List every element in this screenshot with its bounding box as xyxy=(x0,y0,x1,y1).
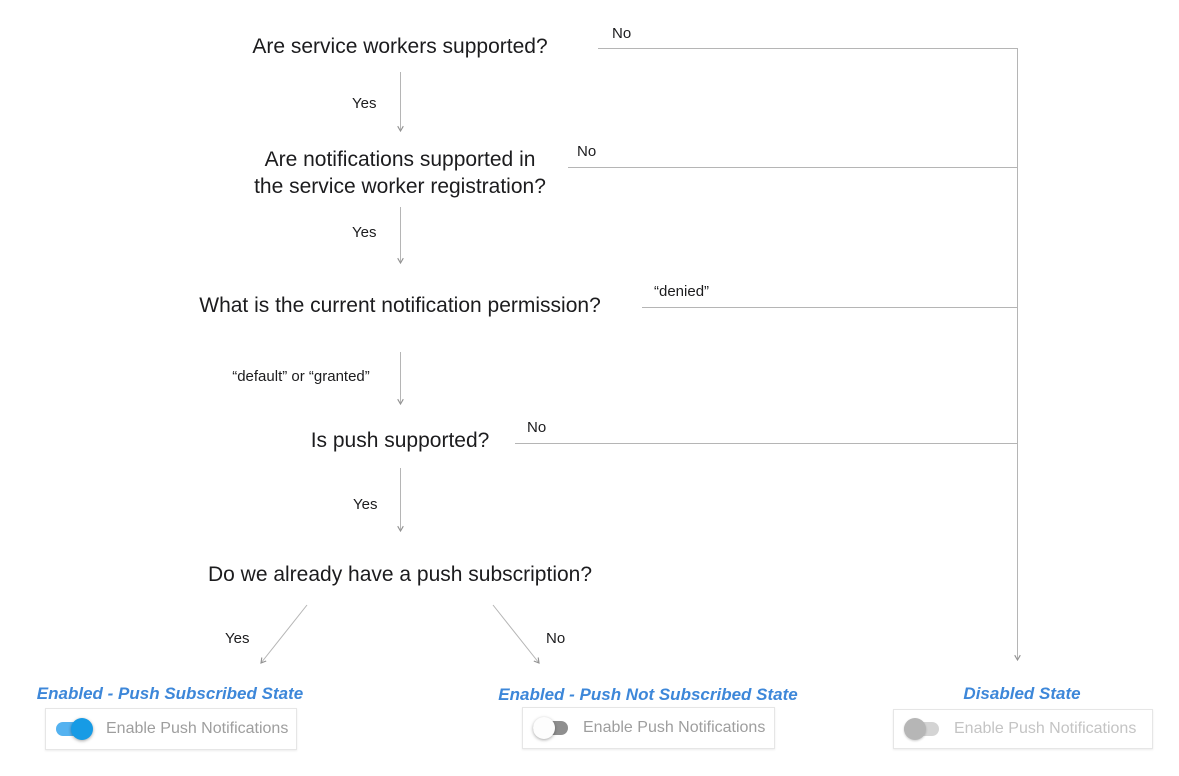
toggle-card-not-subscribed: Enable Push Notifications xyxy=(522,707,775,749)
label-q1-no: No xyxy=(612,25,632,42)
push-toggle-switch-on[interactable] xyxy=(56,717,93,741)
question-notifications-supported-line2: the service worker registration? xyxy=(254,175,546,198)
state-title-enabled-not-subscribed: Enabled - Push Not Subscribed State xyxy=(498,685,798,704)
toggle-card-label: Enable Push Notifications xyxy=(106,720,289,737)
state-title-enabled-subscribed: Enabled - Push Subscribed State xyxy=(36,684,304,703)
label-q2-yes: Yes xyxy=(352,224,377,241)
toggle-thumb xyxy=(904,718,926,740)
label-q4-yes: Yes xyxy=(353,496,378,513)
question-notifications-supported-line1: Are notifications supported in xyxy=(264,148,536,171)
toggle-card-disabled: Enable Push Notifications xyxy=(893,709,1153,749)
question-push-subscription: Do we already have a push subscription? xyxy=(207,563,593,586)
toggle-thumb xyxy=(533,717,555,739)
toggle-thumb xyxy=(71,718,93,740)
question-notification-permission: What is the current notification permiss… xyxy=(199,294,601,317)
q1-no-to-disabled-connector xyxy=(598,48,1021,662)
push-toggle-switch-off[interactable] xyxy=(533,716,570,740)
q5-yes-arrow xyxy=(260,604,308,664)
label-q3-default-granted: “default” or “granted” xyxy=(232,368,370,385)
q5-no-arrow xyxy=(492,604,540,664)
question-service-workers: Are service workers supported? xyxy=(252,35,548,58)
label-q3-denied: “denied” xyxy=(654,283,710,300)
toggle-card-label: Enable Push Notifications xyxy=(954,720,1137,737)
state-title-disabled: Disabled State xyxy=(963,684,1081,703)
label-q4-no: No xyxy=(527,419,547,436)
question-notifications-supported: Are notifications supported in the servi… xyxy=(254,146,546,200)
toggle-card-label: Enable Push Notifications xyxy=(583,719,766,736)
toggle-card-subscribed: Enable Push Notifications xyxy=(45,708,297,750)
label-q2-no: No xyxy=(577,143,597,160)
label-q5-no: No xyxy=(546,630,566,647)
label-q5-yes: Yes xyxy=(225,630,250,647)
label-q1-yes: Yes xyxy=(352,95,377,112)
push-toggle-switch-disabled xyxy=(904,717,941,741)
question-push-supported: Is push supported? xyxy=(310,429,490,452)
